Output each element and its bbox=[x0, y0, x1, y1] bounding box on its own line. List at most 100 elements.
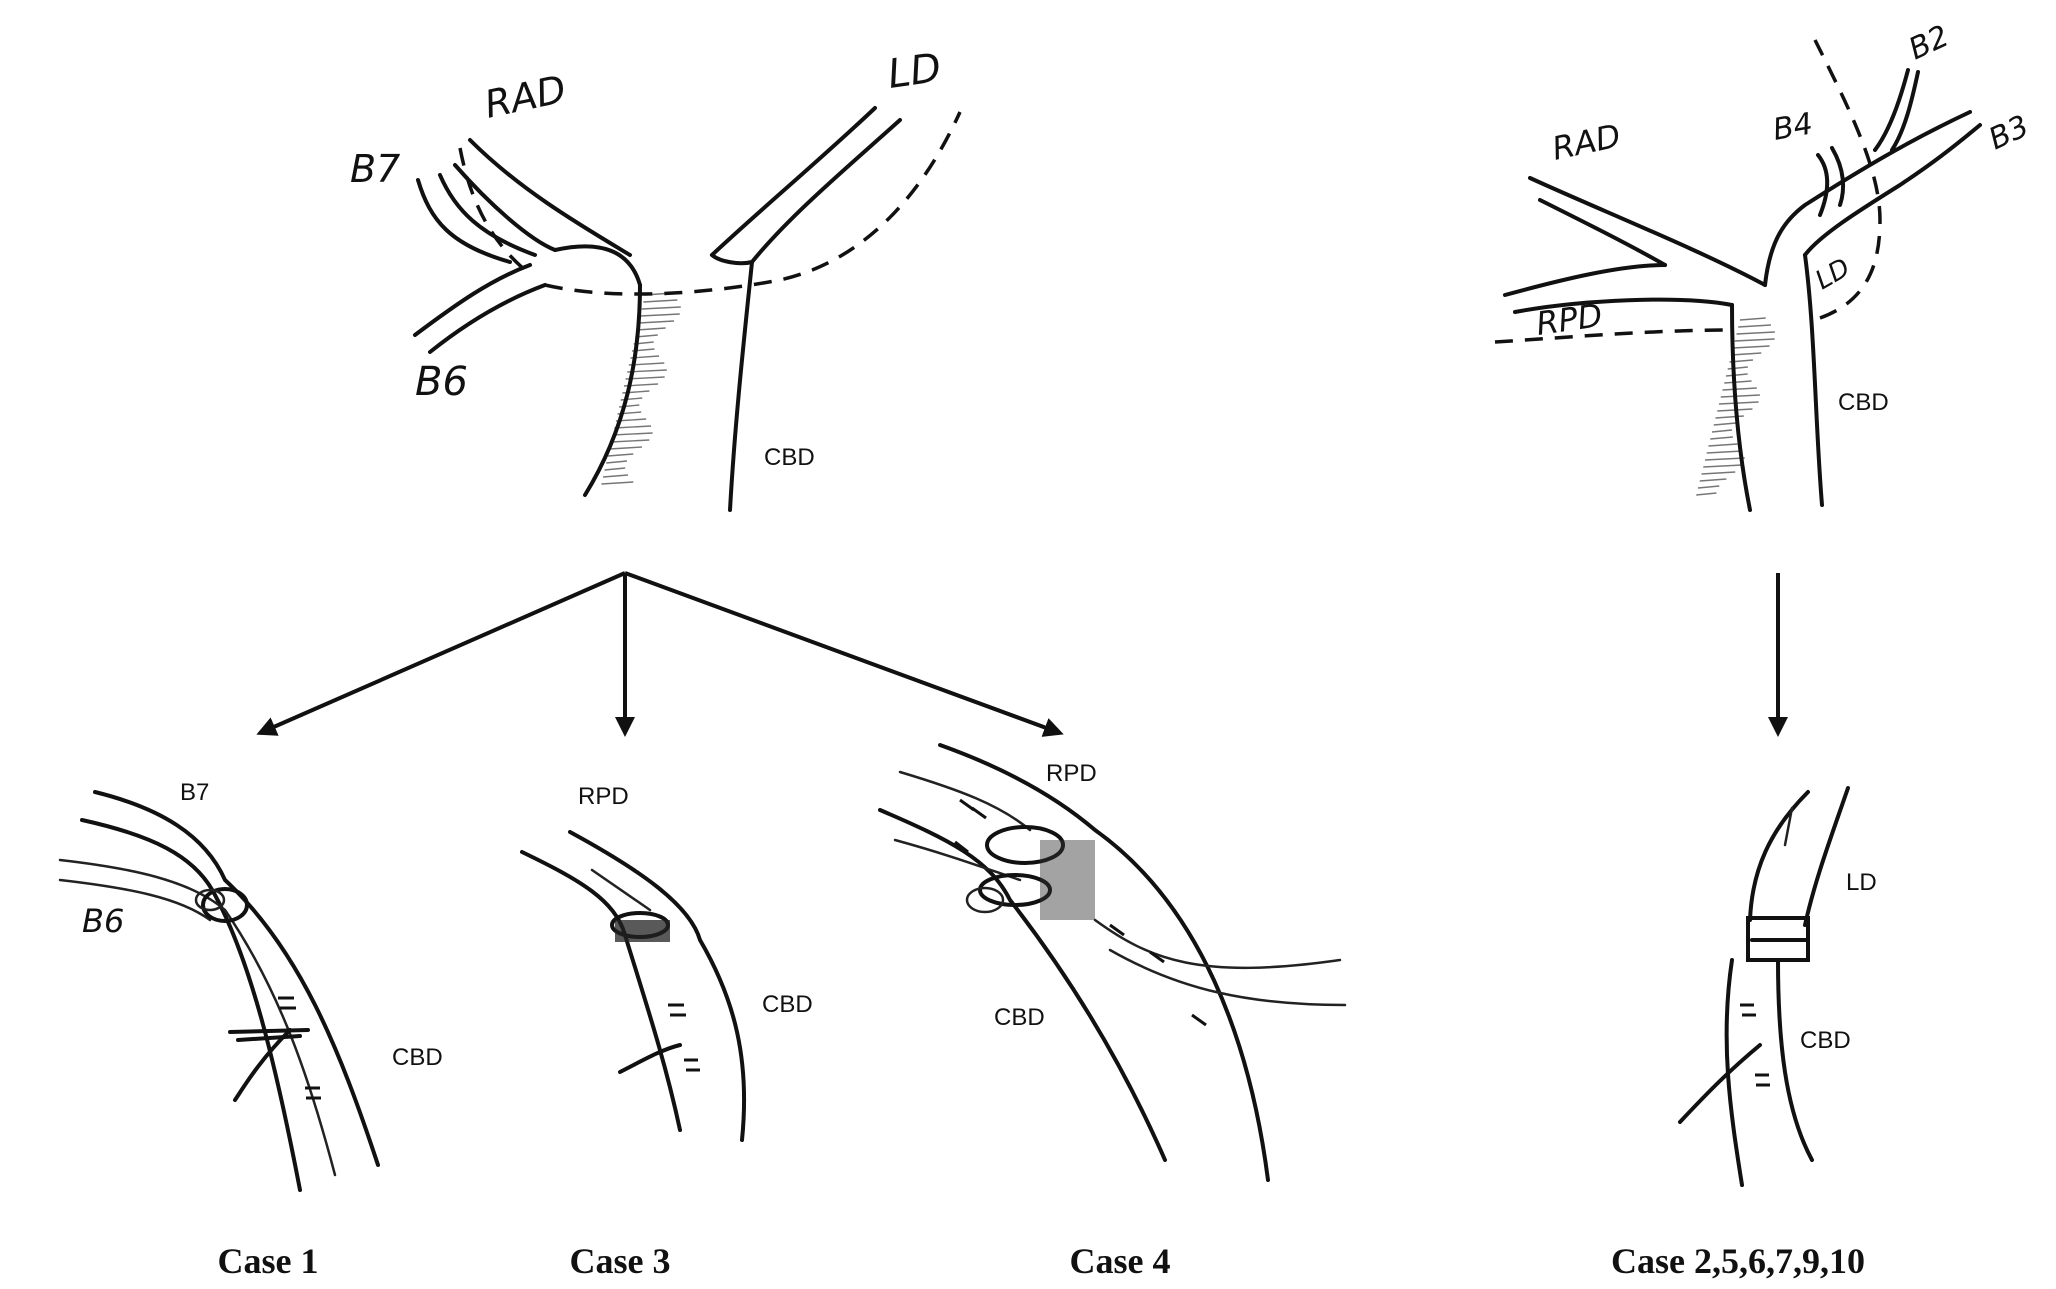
shade-stroke bbox=[1731, 352, 1762, 356]
b4-duct-right bbox=[1830, 146, 1846, 207]
shade-stroke bbox=[1725, 373, 1748, 377]
shade-stroke bbox=[1718, 401, 1759, 405]
shade-stroke bbox=[602, 474, 629, 478]
case-group-sketch: LD CBD bbox=[1678, 786, 1877, 1187]
case1-sketch: B7 B6 CBD bbox=[58, 779, 443, 1192]
ld-duct-upper bbox=[750, 118, 902, 264]
case1-label-b7: B7 bbox=[180, 779, 209, 806]
shade-stroke bbox=[607, 453, 634, 457]
shade-stroke bbox=[606, 460, 628, 464]
ld-duct-right-lower bbox=[1803, 123, 1982, 257]
top-left-anatomy: RAD LD B7 B6 CBD bbox=[350, 45, 962, 512]
case-group-ld-right bbox=[1803, 786, 1850, 927]
cbd-trunk-left-wall bbox=[583, 283, 642, 497]
shade-stroke bbox=[1708, 443, 1738, 447]
shade-stroke bbox=[643, 299, 678, 303]
label-ld: LD bbox=[885, 45, 944, 98]
caption-case4: Case 4 bbox=[1070, 1241, 1171, 1281]
case-group-label-cbd: CBD bbox=[1800, 1027, 1851, 1054]
shade-stroke bbox=[1738, 324, 1772, 328]
shade-stroke bbox=[1739, 317, 1766, 321]
b2-duct-right bbox=[1890, 70, 1920, 152]
shade-stroke bbox=[636, 327, 666, 331]
cbd-trunk-right-left-wall bbox=[1730, 303, 1752, 512]
case-group-ld-left bbox=[1748, 790, 1810, 922]
shade-stroke bbox=[641, 306, 681, 310]
shade-stroke bbox=[1734, 338, 1775, 342]
shade-stroke bbox=[1736, 331, 1775, 335]
label-rad: RAD bbox=[481, 67, 570, 127]
shade-stroke bbox=[609, 446, 642, 450]
cbd-shading-left bbox=[601, 292, 681, 485]
case4-branch-1 bbox=[898, 770, 1032, 832]
ld-right-dashed-outline bbox=[1813, 39, 1882, 320]
shade-stroke bbox=[1703, 464, 1743, 468]
label-ld-inner: LD bbox=[1811, 253, 1856, 296]
ld-duct-right bbox=[1763, 110, 1972, 287]
hilar-confluence bbox=[553, 244, 642, 287]
shade-stroke bbox=[1715, 415, 1744, 419]
shade-stroke bbox=[614, 425, 652, 429]
shade-stroke bbox=[1722, 387, 1757, 391]
cbd-trunk-right-wall bbox=[728, 260, 754, 512]
shade-stroke bbox=[604, 467, 626, 471]
case3-anastomosis-band bbox=[615, 920, 670, 942]
caption-case1: Case 1 bbox=[218, 1241, 319, 1281]
shade-stroke bbox=[640, 313, 680, 317]
shade-stroke bbox=[1697, 485, 1720, 489]
case-group-label-ld: LD bbox=[1846, 869, 1877, 896]
shade-stroke bbox=[638, 320, 675, 324]
case4-tube-a bbox=[1093, 918, 1342, 970]
label-cbd: CBD bbox=[764, 444, 815, 471]
label-b2: B2 bbox=[1904, 19, 1955, 67]
arrow-to-case1 bbox=[256, 571, 626, 736]
b7-duct-outer bbox=[416, 178, 512, 264]
shade-stroke bbox=[1706, 450, 1743, 454]
case4-duct-inner bbox=[878, 808, 1167, 1162]
case1-anastomosis bbox=[201, 887, 249, 923]
case4-tube-b bbox=[1108, 948, 1347, 1007]
label-b3: B3 bbox=[1984, 109, 2035, 157]
captions: Case 1 Case 3 Case 4 Case 2,5,6,7,9,10 bbox=[218, 1241, 1866, 1281]
arrow-to-case4 bbox=[624, 571, 1064, 737]
shade-stroke bbox=[1713, 422, 1737, 426]
shade-stroke bbox=[1704, 457, 1745, 461]
case3-sketch: RPD CBD bbox=[520, 783, 813, 1142]
shade-stroke bbox=[1720, 394, 1760, 398]
case-group-cbd-right bbox=[1776, 958, 1814, 1162]
shade-stroke bbox=[1724, 380, 1752, 384]
ld-duct-lower bbox=[710, 106, 877, 257]
arrows bbox=[256, 571, 1788, 737]
shade-stroke bbox=[1701, 471, 1736, 475]
case4-anastomosis-band bbox=[1040, 840, 1095, 920]
ld-confluence bbox=[710, 253, 754, 266]
case4-duct-outer bbox=[938, 743, 1270, 1182]
case4-anastomosis-3 bbox=[965, 886, 1005, 914]
cbd-shading-right bbox=[1696, 317, 1775, 496]
shade-stroke bbox=[1710, 436, 1733, 440]
shade-stroke bbox=[1732, 345, 1770, 349]
case1-drain bbox=[228, 1028, 310, 1042]
shade-stroke bbox=[611, 439, 650, 443]
case3-duct-inner bbox=[520, 850, 682, 1132]
case3-tube bbox=[618, 1043, 682, 1074]
case3-label-cbd: CBD bbox=[762, 991, 813, 1018]
rpd-dashed-outline bbox=[1494, 328, 1731, 344]
shade-stroke bbox=[1699, 478, 1727, 482]
case4-label-rpd: RPD bbox=[1046, 760, 1097, 787]
b7-duct-inner bbox=[438, 173, 537, 257]
rpd-duct-right-bottom bbox=[1513, 297, 1734, 314]
case4-anastomosis-1 bbox=[985, 825, 1065, 865]
rad-duct-right-top bbox=[1528, 176, 1767, 287]
case4-sketch: RPD CBD bbox=[878, 743, 1347, 1182]
case3-stent bbox=[590, 868, 652, 912]
b4-duct-left bbox=[1816, 153, 1830, 217]
label-rpd-right: RPD bbox=[1534, 296, 1605, 343]
case1-label-cbd: CBD bbox=[392, 1044, 443, 1071]
shade-stroke bbox=[1711, 429, 1733, 433]
case3-duct-outer bbox=[568, 830, 747, 1142]
caption-case-group: Case 2,5,6,7,9,10 bbox=[1611, 1241, 1865, 1281]
case1-inner-line-2 bbox=[58, 878, 212, 922]
b2-duct-left bbox=[1873, 68, 1910, 152]
